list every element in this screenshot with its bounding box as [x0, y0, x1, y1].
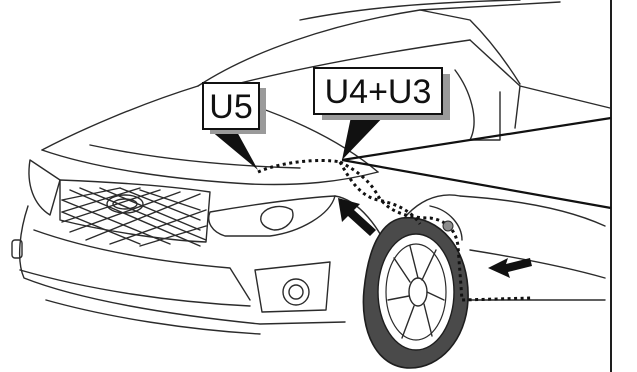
grommet-marker	[442, 220, 454, 232]
callout-u5-label: U5	[209, 88, 252, 126]
leader-lines	[341, 116, 612, 210]
arrow-up-left-icon	[338, 198, 376, 236]
front-wheel	[362, 217, 469, 369]
callout-u4-u3: U4+U3	[313, 67, 450, 160]
callout-u4-u3-label: U4+U3	[325, 73, 432, 111]
harness-route	[257, 159, 533, 302]
arrow-left-icon	[488, 258, 532, 278]
vehicle-illustration	[11, 0, 612, 372]
grille-mesh	[61, 187, 207, 247]
callout-u5: U5	[202, 82, 266, 170]
